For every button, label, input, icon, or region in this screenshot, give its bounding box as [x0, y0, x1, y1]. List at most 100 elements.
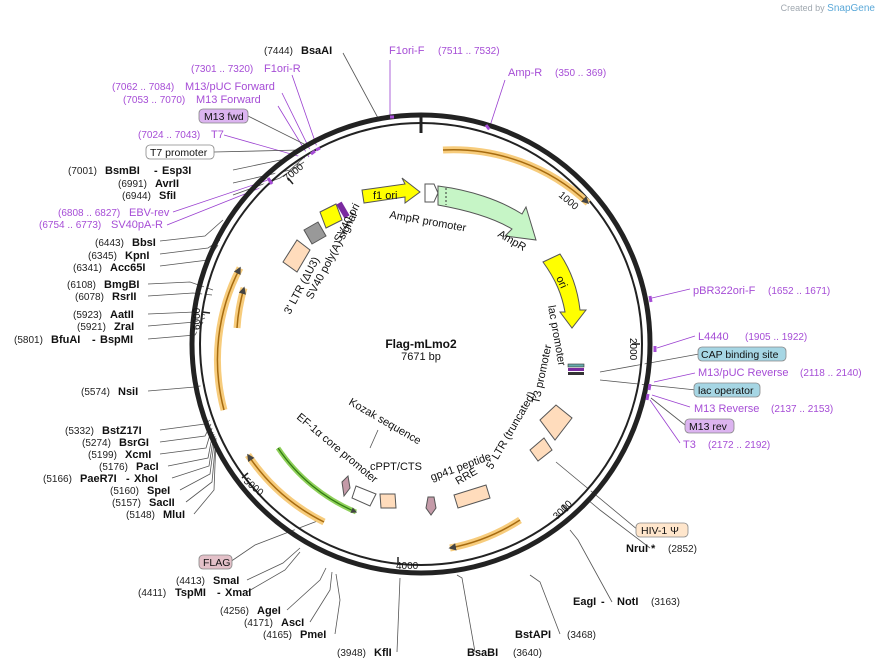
site-separator: -	[92, 334, 96, 346]
site-pos: (4411)	[138, 588, 166, 599]
site-name[interactable]: NotI	[617, 596, 638, 608]
site-name[interactable]: Esp3I	[162, 165, 191, 177]
site-pos: (7001)	[68, 166, 97, 177]
flag-label: FLAG	[203, 557, 230, 569]
site-name[interactable]: ZraI	[114, 321, 134, 333]
site-pos: (6443)	[95, 238, 124, 249]
hiv-psi-box[interactable]	[635, 522, 689, 538]
primer-name[interactable]: M13 Reverse	[694, 403, 759, 415]
site-name[interactable]: BmgBI	[104, 279, 139, 291]
lac-promoter-feature[interactable]	[567, 363, 585, 368]
site-name[interactable]: SpeI	[147, 485, 170, 497]
kozak-label: Kozak sequence	[347, 396, 423, 447]
ampr-feature[interactable]	[437, 185, 537, 241]
site-name[interactable]: SmaI	[213, 575, 239, 587]
m13-rev-box[interactable]	[684, 418, 735, 434]
site-pos: (5176)	[99, 462, 128, 473]
site-pos: (5574)	[81, 387, 110, 398]
site-pos: (6345)	[88, 251, 117, 262]
kozak-box	[351, 485, 377, 507]
tick-label-6000: 6000	[192, 307, 203, 330]
site-name[interactable]: NruI *	[626, 543, 656, 555]
ltr5-segment	[529, 437, 553, 462]
site-pos: (5199)	[88, 450, 117, 461]
site-name[interactable]: KpnI	[125, 250, 149, 262]
site-name[interactable]: Acc65I	[110, 262, 145, 274]
site-name[interactable]: BsmBI	[105, 165, 140, 177]
ltr5-feature[interactable]	[539, 404, 573, 441]
primer-name[interactable]: M13 Forward	[196, 94, 261, 106]
site-name[interactable]: BsrGI	[119, 437, 149, 449]
site-name[interactable]: NsiI	[118, 386, 138, 398]
primer-name[interactable]: T7	[211, 129, 224, 141]
site-name[interactable]: XhoI	[134, 473, 158, 485]
site-name[interactable]: BstAPI	[515, 629, 551, 641]
ltr3-feature[interactable]	[282, 239, 311, 273]
site-pos: (6108)	[67, 280, 96, 291]
ori-feature[interactable]	[542, 253, 588, 329]
m13-rev-label: M13 rev	[689, 421, 728, 433]
site-name[interactable]: XcmI	[125, 449, 151, 461]
site-name[interactable]: PacI	[136, 461, 159, 473]
site-pos: (4256)	[220, 606, 249, 617]
site-name[interactable]: BstZ17I	[102, 425, 142, 437]
site-name[interactable]: AgeI	[257, 605, 281, 617]
site-name[interactable]: BbsI	[132, 237, 156, 249]
primer-name[interactable]: EBV-rev	[129, 207, 170, 219]
site-name[interactable]: MluI	[163, 509, 185, 521]
ampr-promoter-feature[interactable]	[424, 183, 439, 203]
rre-feature[interactable]	[453, 484, 491, 509]
sv40-ori-feature[interactable]	[319, 203, 343, 229]
primer-name[interactable]: F1ori-F	[389, 45, 425, 57]
orf-arc-2-line	[448, 519, 521, 551]
site-pos: (3163)	[651, 597, 680, 608]
site-name[interactable]: BsaBI	[467, 647, 498, 659]
gp41-peptide-feature[interactable]	[425, 496, 437, 516]
site-name[interactable]: TspMI	[175, 587, 206, 599]
sv40-primer-site	[336, 201, 350, 219]
cppt-feature[interactable]	[379, 493, 397, 509]
site-name[interactable]: PmeI	[300, 629, 326, 641]
primer-name[interactable]: Amp-R	[508, 67, 542, 79]
flag-box[interactable]	[198, 554, 233, 570]
primer-range: (2137 .. 2153)	[771, 404, 833, 415]
site-pos: (4165)	[263, 630, 292, 641]
snapgene-credit: Created by SnapGene	[781, 3, 875, 14]
primer-range: (2172 .. 2192)	[708, 440, 770, 451]
site-pos: (5166)	[43, 474, 72, 485]
cap-binding-site-box[interactable]	[697, 346, 787, 362]
lac-operator-box[interactable]	[693, 382, 761, 398]
site-name[interactable]: EagI	[573, 596, 596, 608]
primer-name[interactable]: L4440	[698, 331, 729, 343]
m13-fwd-box[interactable]	[198, 108, 249, 124]
primer-range: (7062 .. 7084)	[112, 82, 174, 93]
primer-name[interactable]: M13/pUC Reverse	[698, 367, 788, 379]
primer-name[interactable]: F1ori-R	[264, 63, 301, 75]
primer-name[interactable]: pBR322ori-F	[693, 285, 756, 297]
flag-feature[interactable]	[341, 474, 351, 498]
site-name[interactable]: BsaAI	[301, 45, 332, 57]
orf-arc-5-line	[236, 286, 246, 329]
t7-promoter-box[interactable]	[145, 144, 215, 160]
site-name[interactable]: XmaI	[225, 587, 251, 599]
hiv-psi-label: HIV-1 Ψ	[641, 525, 679, 537]
site-name[interactable]: BfuAI	[51, 334, 80, 346]
primer-name[interactable]: M13/pUC Forward	[185, 81, 275, 93]
site-name[interactable]: AatII	[110, 309, 134, 321]
snapgene-logo: SnapGene	[827, 3, 875, 14]
site-name[interactable]: RsrII	[112, 291, 136, 303]
site-name[interactable]: SfiI	[159, 190, 176, 202]
site-name[interactable]: BspMI	[100, 334, 133, 346]
sv40pa-feature[interactable]	[303, 221, 327, 245]
site-name[interactable]: SacII	[149, 497, 175, 509]
site-separator: -	[601, 596, 605, 608]
site-name[interactable]: AvrII	[155, 178, 179, 190]
site-name[interactable]: KflI	[374, 647, 392, 659]
site-pos: (5921)	[77, 322, 106, 333]
site-name[interactable]: AscI	[281, 617, 304, 629]
site-name[interactable]: PaeR7I	[80, 473, 117, 485]
f1-ori-feature[interactable]	[361, 177, 421, 204]
primer-name[interactable]: SV40pA-R	[111, 219, 163, 231]
primer-name[interactable]: T3	[683, 439, 696, 451]
